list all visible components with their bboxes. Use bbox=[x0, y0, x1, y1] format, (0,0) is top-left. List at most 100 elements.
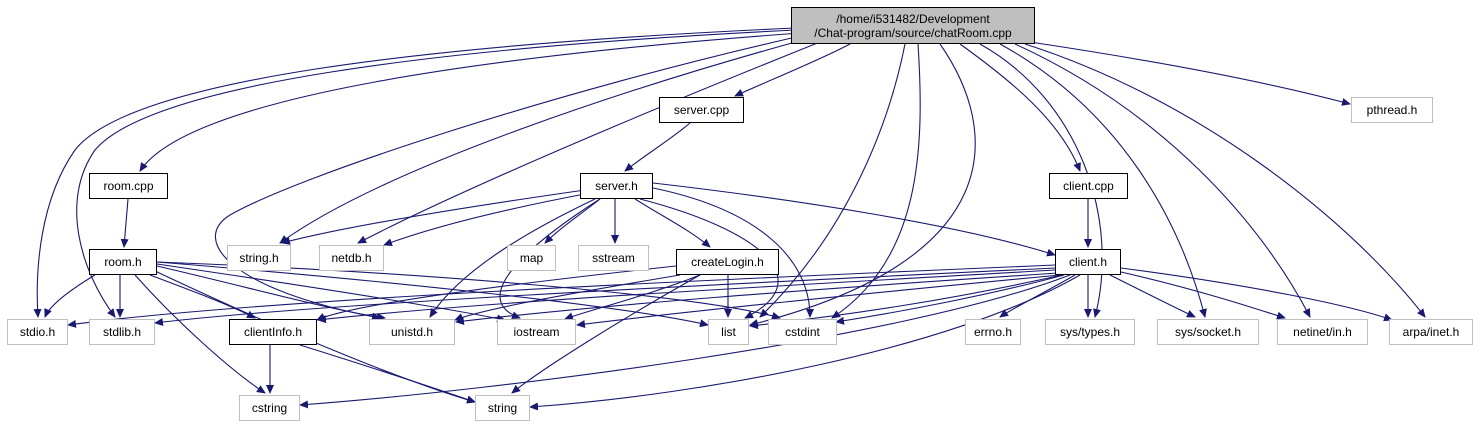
node-pthread-h-label: pthread.h bbox=[1366, 103, 1418, 117]
node-string[interactable]: string bbox=[475, 395, 530, 421]
edge-server-h-netdb-h bbox=[383, 192, 591, 246]
edge-client-h-stdlib bbox=[154, 267, 1056, 326]
edge-chatroom-arpa bbox=[1024, 43, 1426, 318]
node-map[interactable]: map bbox=[507, 245, 556, 271]
node-netdb-h-label: netdb.h bbox=[331, 251, 372, 265]
node-sys-socket-h-label: sys/socket.h bbox=[1174, 325, 1242, 339]
node-unistd-h-label: unistd.h bbox=[390, 325, 434, 339]
node-errno-h-label: errno.h bbox=[973, 325, 1013, 339]
edge-chatroom-room-cpp bbox=[139, 32, 801, 172]
node-clientinfo-h-label: clientInfo.h bbox=[243, 325, 303, 339]
node-room-cpp-label: room.cpp bbox=[103, 179, 154, 193]
node-cstdint[interactable]: cstdint bbox=[768, 319, 837, 345]
node-room-h[interactable]: room.h bbox=[89, 249, 157, 275]
node-list-label: list bbox=[721, 325, 736, 339]
node-client-h[interactable]: client.h bbox=[1055, 249, 1121, 275]
node-string-h-label: string.h bbox=[239, 251, 279, 265]
node-server-cpp-label: server.cpp bbox=[673, 103, 730, 117]
node-room-cpp[interactable]: room.cpp bbox=[89, 173, 168, 199]
node-errno-h[interactable]: errno.h bbox=[965, 319, 1021, 345]
node-createlogin-h-label: createLogin.h bbox=[691, 255, 764, 269]
edge-client-h-sys-socket bbox=[1109, 274, 1196, 318]
node-cstdint-label: cstdint bbox=[785, 325, 820, 339]
node-server-cpp[interactable]: server.cpp bbox=[659, 97, 744, 123]
edge-room-h-iostream bbox=[156, 263, 506, 323]
edge-createlogin-string bbox=[511, 274, 701, 394]
edge-client-h-errno bbox=[999, 274, 1076, 318]
node-stdlib-h[interactable]: stdlib.h bbox=[89, 319, 155, 345]
node-client-h-label: client.h bbox=[1068, 255, 1108, 269]
node-stdio-h-label: stdio.h bbox=[19, 325, 56, 339]
node-server-h-label: server.h bbox=[595, 179, 638, 193]
node-chatroom-cpp-line1: /home/i531482/Development bbox=[836, 11, 990, 26]
edge-client-h-string bbox=[529, 274, 1081, 411]
node-iostream-label: iostream bbox=[513, 325, 560, 339]
node-string-label: string bbox=[487, 401, 518, 415]
node-sstream[interactable]: sstream bbox=[578, 245, 649, 271]
edge-chatroom-list bbox=[759, 43, 906, 318]
node-createlogin-h[interactable]: createLogin.h bbox=[676, 249, 779, 275]
node-client-cpp[interactable]: client.cpp bbox=[1049, 173, 1128, 199]
edge-room-cpp-room-h bbox=[120, 198, 129, 248]
edge-clientinfo-string bbox=[299, 344, 476, 404]
edge-room-h-clientinfo bbox=[149, 274, 256, 319]
edge-client-h-clientinfo bbox=[317, 269, 1056, 324]
node-clientinfo-h[interactable]: clientInfo.h bbox=[229, 319, 317, 345]
node-chatroom-cpp[interactable]: /home/i531482/Development /Chat-program/… bbox=[791, 7, 1035, 44]
edge-room-h-unistd bbox=[156, 265, 386, 321]
edge-client-h-unistd bbox=[455, 272, 1059, 326]
edge-chatroom-client-cpp bbox=[959, 43, 1081, 172]
edge-chatroom-netinet bbox=[1014, 43, 1311, 318]
edge-server-h-cstdint bbox=[652, 187, 814, 318]
edge-chatroom-stdio bbox=[33, 27, 796, 318]
edge-chatroom-string-h bbox=[279, 37, 811, 244]
edge-chatroom-pthread bbox=[1029, 41, 1351, 106]
node-netinet-in-h[interactable]: netinet/in.h bbox=[1277, 319, 1368, 345]
edge-chatroom-stdlib bbox=[76, 29, 796, 318]
node-stdio-h[interactable]: stdio.h bbox=[7, 319, 68, 345]
node-stdlib-h-label: stdlib.h bbox=[102, 325, 142, 339]
node-list[interactable]: list bbox=[708, 319, 749, 345]
node-server-h[interactable]: server.h bbox=[580, 173, 653, 199]
edge-chatroom-errno-via-list bbox=[749, 43, 976, 327]
node-sys-socket-h[interactable]: sys/socket.h bbox=[1157, 319, 1259, 345]
edge-server-h-createlogin bbox=[634, 198, 711, 248]
node-unistd-h[interactable]: unistd.h bbox=[369, 319, 455, 345]
edge-client-h-cstring bbox=[299, 274, 1071, 409]
node-arpa-inet-h[interactable]: arpa/inet.h bbox=[1389, 319, 1473, 345]
edge-client-h-stdio bbox=[67, 264, 1056, 328]
node-sstream-label: sstream bbox=[592, 251, 635, 265]
node-client-cpp-label: client.cpp bbox=[1063, 179, 1114, 193]
node-map-label: map bbox=[519, 251, 544, 265]
node-chatroom-cpp-line2: /Chat-program/source/chatRoom.cpp bbox=[814, 25, 1012, 40]
node-netinet-in-h-label: netinet/in.h bbox=[1293, 325, 1352, 339]
edge-client-h-netinet bbox=[1120, 271, 1286, 320]
edge-room-h-stdio bbox=[44, 274, 96, 318]
edge-client-h-arpa bbox=[1120, 267, 1393, 322]
edge-chatroom-unistd bbox=[214, 34, 806, 321]
edge-chatroom-sys-socket bbox=[999, 43, 1207, 318]
node-arpa-inet-h-label: arpa/inet.h bbox=[1402, 325, 1460, 339]
edge-server-h-string-h bbox=[281, 189, 586, 245]
node-netdb-h[interactable]: netdb.h bbox=[319, 245, 384, 271]
edge-server-cpp-server-h bbox=[624, 122, 691, 172]
node-room-h-label: room.h bbox=[104, 255, 142, 269]
edge-chatroom-netdb-h bbox=[357, 41, 821, 244]
edge-client-h-iostream bbox=[576, 274, 1061, 329]
edge-chatroom-cstdint bbox=[831, 43, 921, 319]
node-cstring[interactable]: cstring bbox=[239, 395, 300, 421]
edge-server-h-map bbox=[544, 198, 601, 244]
edge-room-h-cstring bbox=[134, 274, 266, 394]
edge-chatroom-server-cpp bbox=[734, 43, 851, 97]
node-sys-types-h[interactable]: sys/types.h bbox=[1045, 319, 1135, 345]
node-sys-types-h-label: sys/types.h bbox=[1059, 325, 1121, 339]
node-iostream[interactable]: iostream bbox=[497, 319, 576, 345]
edge-client-h-cstdint bbox=[835, 274, 1065, 325]
node-cstring-label: cstring bbox=[251, 401, 288, 415]
node-pthread-h[interactable]: pthread.h bbox=[1351, 97, 1433, 123]
edge-chatroom-sys-types bbox=[979, 43, 1103, 318]
edge-server-h-client-h bbox=[652, 182, 1056, 257]
node-string-h[interactable]: string.h bbox=[227, 245, 291, 271]
